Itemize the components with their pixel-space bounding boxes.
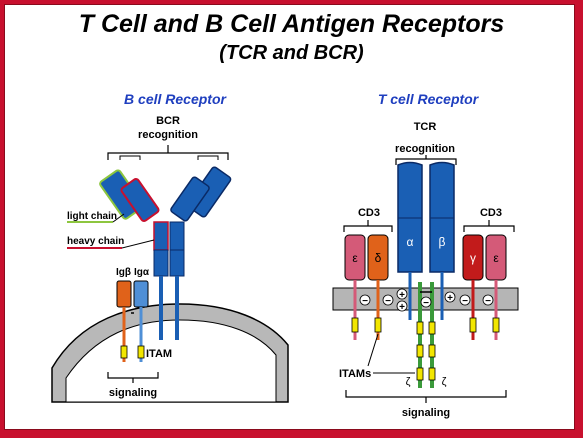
charge-markers: − − + + − + − − bbox=[359, 288, 494, 313]
cd3-delta-itam bbox=[374, 317, 382, 333]
bcr-light-chain-label: light chain bbox=[67, 211, 117, 222]
ig-alpha-itam bbox=[137, 345, 145, 359]
bcr-signaling-bracket bbox=[107, 372, 159, 383]
bcr-heavy-chain-pointer bbox=[121, 239, 155, 249]
tcr-signaling-bracket bbox=[345, 390, 507, 403]
cd3-gamma-label: γ bbox=[470, 251, 476, 265]
tcr-recognition-bracket bbox=[395, 155, 457, 165]
cd3-gamma-itam bbox=[469, 317, 477, 333]
bcr-recognition-bracket bbox=[107, 145, 229, 160]
cd3-epsilon-left-itam bbox=[351, 317, 359, 333]
ig-beta-itam bbox=[120, 345, 128, 359]
slide-subtitle: (TCR and BCR) bbox=[219, 42, 364, 64]
charge-minus: − bbox=[462, 296, 468, 307]
charge-plus: + bbox=[399, 302, 405, 313]
bcr-signaling-label: signaling bbox=[109, 387, 157, 399]
charge-minus: − bbox=[385, 296, 391, 307]
tcr-recognition-line2: recognition bbox=[395, 143, 455, 155]
bcr-left-arm bbox=[99, 169, 160, 222]
bcr-heavy-chain-label: heavy chain bbox=[67, 236, 124, 247]
cd3-epsilon-left-label: ε bbox=[352, 251, 358, 265]
tcr-alpha-chain bbox=[397, 161, 423, 320]
cd3-epsilon-right-itam bbox=[492, 317, 500, 333]
tcr-beta-label: β bbox=[439, 235, 446, 249]
ig-alpha-label: Igα bbox=[134, 267, 150, 278]
ig-alpha-domain bbox=[133, 280, 149, 308]
ig-beta-label: Igβ bbox=[116, 267, 131, 278]
tcr-beta-chain bbox=[429, 161, 455, 320]
tcr-signaling-label: signaling bbox=[402, 407, 450, 419]
cd3-epsilon-right-label: ε bbox=[493, 251, 499, 265]
bcr-stem bbox=[153, 221, 185, 340]
cd3-left-label: CD3 bbox=[358, 207, 380, 219]
bcr-itam-label: ITAM bbox=[146, 348, 172, 360]
tcr-itams-label: ITAMs bbox=[339, 368, 371, 380]
bcr-recognition-subbrackets bbox=[119, 155, 219, 160]
bcr-light-chain-pointer bbox=[112, 213, 125, 223]
zeta-chains bbox=[416, 282, 436, 388]
zeta-left-label: ζ bbox=[406, 376, 411, 388]
tcr-heading: T cell Receptor bbox=[378, 91, 480, 107]
ig-beta-domain bbox=[116, 280, 132, 308]
charge-plus: + bbox=[447, 293, 453, 304]
zeta-right-label: ζ bbox=[442, 376, 447, 388]
tcr-recognition-line1: TCR bbox=[414, 121, 437, 133]
bcr-recognition-line2: recognition bbox=[138, 129, 198, 141]
charge-minus: − bbox=[423, 298, 429, 309]
itams-pointer-cd3 bbox=[367, 333, 379, 367]
charge-minus: − bbox=[485, 296, 491, 307]
bcr-recognition-line1: BCR bbox=[156, 115, 180, 127]
bcr-heading: B cell Receptor bbox=[124, 91, 227, 107]
cd3-right-label: CD3 bbox=[480, 207, 502, 219]
tcr-alpha-label: α bbox=[407, 235, 414, 249]
charge-minus: − bbox=[362, 296, 368, 307]
cd3-right-bracket bbox=[463, 220, 515, 232]
slide-title: T Cell and B Cell Antigen Receptors bbox=[78, 10, 505, 38]
bcr-cell-interior bbox=[65, 319, 277, 403]
cd3-delta-label: δ bbox=[375, 251, 382, 265]
cd3-left-bracket bbox=[343, 220, 393, 232]
charge-plus: + bbox=[399, 290, 405, 301]
bcr-right-arm bbox=[170, 166, 232, 222]
